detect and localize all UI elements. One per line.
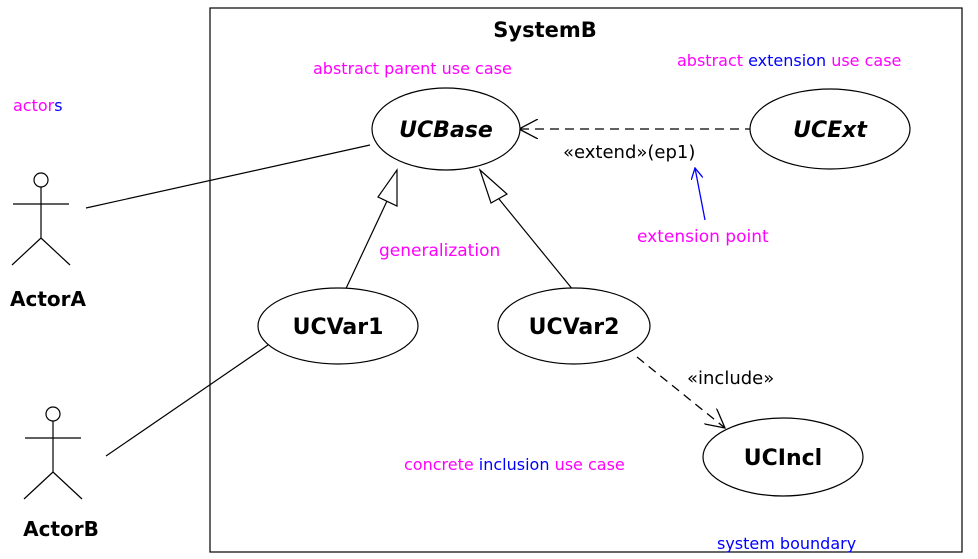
annotation-generalization: generalization: [379, 241, 500, 261]
ucincl-label: UCIncl: [744, 446, 822, 471]
generalization-line-ucvar2: [498, 198, 579, 297]
generalization-arrowhead-ucvar2: [478, 168, 509, 204]
actor-a-head: [33, 172, 49, 188]
actor-b-name: ActorB: [23, 517, 99, 541]
annotation-abstract-extension: abstract extension use case: [677, 51, 901, 70]
actor-b-head: [45, 406, 61, 422]
actor-a-name: ActorA: [10, 287, 86, 311]
ucext-label: UCExt: [793, 118, 868, 143]
use-case-ucvar2[interactable]: UCVar2: [497, 287, 651, 365]
annotation-abstract-parent: abstract parent use case: [313, 59, 512, 78]
extend-label: «extend»(ep1): [563, 142, 695, 163]
association-actora-ucbase: [85, 144, 371, 209]
ucvar2-label: UCVar2: [529, 315, 620, 340]
annotation-actors: actors: [13, 96, 63, 115]
generalization-arrowhead-ucvar1: [377, 168, 398, 207]
use-case-ucvar1[interactable]: UCVar1: [257, 287, 419, 365]
ucvar1-label: UCVar1: [293, 315, 384, 340]
actor-a[interactable]: [11, 172, 71, 266]
annotation-concrete-inclusion: concrete inclusion use case: [404, 455, 625, 474]
ucbase-label: UCBase: [399, 118, 493, 143]
actor-b[interactable]: [23, 406, 83, 500]
include-dependency: [636, 356, 725, 428]
system-boundary: [209, 7, 963, 553]
system-title: SystemB: [493, 18, 596, 42]
generalization-line-ucvar1: [341, 200, 388, 298]
use-case-ucbase[interactable]: UCBase: [371, 87, 521, 171]
annotation-extension-point: extension point: [637, 227, 769, 247]
use-case-ucincl[interactable]: UCIncl: [702, 417, 864, 497]
association-actorb-ucvar1: [105, 344, 269, 457]
use-case-ucext[interactable]: UCExt: [749, 88, 911, 170]
include-label: «include»: [687, 368, 774, 389]
extension-point-pointer: [695, 168, 706, 221]
annotation-system-boundary: system boundary: [717, 534, 856, 553]
